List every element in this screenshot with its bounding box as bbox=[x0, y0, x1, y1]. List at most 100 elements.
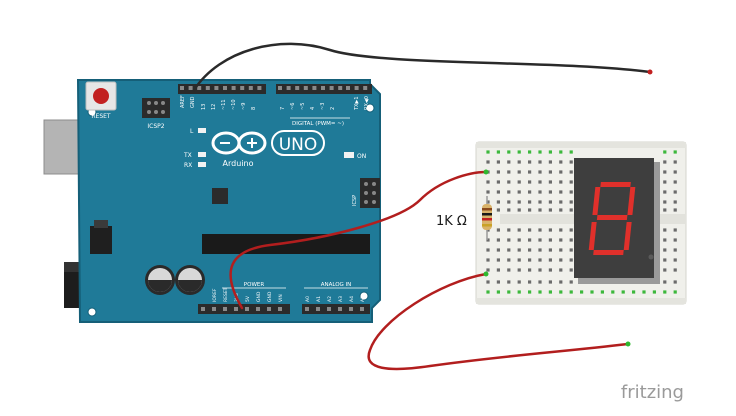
breadboard-hole bbox=[548, 160, 552, 164]
breadboard-hole bbox=[486, 180, 490, 184]
breadboard-hole bbox=[517, 258, 521, 262]
breadboard-hole bbox=[528, 290, 532, 294]
breadboard-hole bbox=[548, 208, 552, 212]
breadboard-hole bbox=[559, 200, 563, 204]
breadboard-hole bbox=[673, 258, 677, 262]
breadboard-hole bbox=[559, 180, 563, 184]
breadboard-hole bbox=[673, 190, 677, 194]
breadboard-hole bbox=[517, 268, 521, 272]
breadboard-hole bbox=[569, 208, 573, 212]
digital-pin-label: ~5 bbox=[300, 103, 306, 110]
breadboard-hole bbox=[496, 170, 500, 174]
segment-f bbox=[592, 187, 601, 215]
header-pin bbox=[305, 307, 309, 311]
on-label: ON bbox=[357, 153, 366, 160]
breadboard-hole bbox=[559, 228, 563, 232]
breadboard-hole bbox=[559, 208, 563, 212]
breadboard-hole bbox=[517, 190, 521, 194]
breadboard-hole bbox=[517, 160, 521, 164]
breadboard-hole bbox=[507, 150, 511, 154]
breadboard-hole bbox=[580, 290, 584, 294]
header-pin bbox=[231, 86, 236, 90]
reset-label: RESET bbox=[91, 113, 111, 120]
header-pin bbox=[212, 307, 216, 311]
breadboard-hole bbox=[486, 280, 490, 284]
segment-e bbox=[588, 222, 597, 250]
breadboard-hole bbox=[486, 258, 490, 262]
header-pin bbox=[278, 86, 282, 90]
breadboard-hole bbox=[528, 238, 532, 242]
analog-label: ANALOG IN bbox=[321, 282, 352, 288]
decimal-point bbox=[648, 254, 654, 260]
breadboard-hole bbox=[538, 190, 542, 194]
breadboard-hole bbox=[538, 228, 542, 232]
wire-black-gnd bbox=[192, 42, 652, 92]
breadboard-hole bbox=[621, 290, 625, 294]
breadboard-hole bbox=[569, 190, 573, 194]
breadboard-hole bbox=[673, 200, 677, 204]
power-pin-label: RESET bbox=[223, 287, 229, 302]
breadboard-hole bbox=[663, 258, 667, 262]
board-pcb bbox=[76, 79, 381, 323]
breadboard-hole bbox=[538, 258, 542, 262]
power-pin-label: GND bbox=[256, 291, 262, 302]
breadboard-hole bbox=[528, 228, 532, 232]
header-pin bbox=[363, 86, 368, 90]
breadboard-hole bbox=[548, 180, 552, 184]
breadboard-hole bbox=[663, 180, 667, 184]
breadboard-hole bbox=[663, 208, 667, 212]
digital-pin-label: ~10 bbox=[231, 99, 237, 110]
reset-button-cap[interactable] bbox=[93, 88, 109, 104]
digital-pin-label: 2 bbox=[330, 107, 336, 110]
breadboard-hole bbox=[496, 190, 500, 194]
breadboard-hole bbox=[569, 238, 573, 242]
breadboard-hole bbox=[528, 258, 532, 262]
breadboard-hole bbox=[507, 170, 511, 174]
led-rx bbox=[198, 162, 206, 167]
breadboard-hole bbox=[548, 200, 552, 204]
breadboard-hole bbox=[548, 170, 552, 174]
led-l-label: L bbox=[190, 128, 194, 135]
breadboard-hole bbox=[496, 268, 500, 272]
small-chip bbox=[212, 188, 228, 204]
segment-d bbox=[593, 250, 624, 255]
resistor-label: 1K Ω bbox=[436, 214, 467, 229]
breadboard-hole bbox=[517, 238, 521, 242]
breadboard-hole bbox=[559, 280, 563, 284]
header-pin bbox=[223, 86, 227, 90]
breadboard-hole bbox=[663, 290, 667, 294]
breadboard-hole bbox=[486, 190, 490, 194]
breadboard-hole bbox=[569, 290, 573, 294]
breadboard-hole bbox=[548, 150, 552, 154]
breadboard-hole bbox=[538, 290, 542, 294]
breadboard-hole bbox=[517, 290, 521, 294]
segment-a bbox=[600, 182, 631, 187]
breadboard-hole bbox=[486, 150, 490, 154]
breadboard-hole bbox=[486, 248, 490, 252]
header-pin bbox=[248, 86, 253, 90]
power-pin-label: 5V bbox=[245, 295, 251, 302]
header-pin bbox=[256, 307, 260, 311]
breadboard-hole bbox=[486, 238, 490, 242]
breadboard-hole bbox=[548, 268, 552, 272]
breadboard-hole bbox=[600, 290, 604, 294]
analog-header bbox=[302, 304, 370, 314]
breadboard-hole bbox=[538, 150, 542, 154]
header-pin bbox=[360, 307, 364, 311]
breadboard-hole bbox=[517, 208, 521, 212]
aref-label: AREF bbox=[180, 95, 186, 108]
wires bbox=[192, 42, 653, 371]
breadboard-hole bbox=[611, 290, 615, 294]
led-l bbox=[198, 128, 206, 133]
breadboard-hole bbox=[673, 150, 677, 154]
digital-pin-label: 4 bbox=[310, 107, 316, 110]
breadboard-hole bbox=[496, 280, 500, 284]
breadboard-hole bbox=[673, 160, 677, 164]
tx-pin-label: TX▶1 bbox=[354, 96, 360, 111]
breadboard-hole bbox=[548, 248, 552, 252]
icsp-label: ICSP bbox=[352, 195, 358, 206]
header-pin bbox=[354, 86, 359, 90]
header-pin bbox=[303, 86, 308, 90]
breadboard-hole bbox=[673, 280, 677, 284]
breadboard-hole bbox=[673, 170, 677, 174]
